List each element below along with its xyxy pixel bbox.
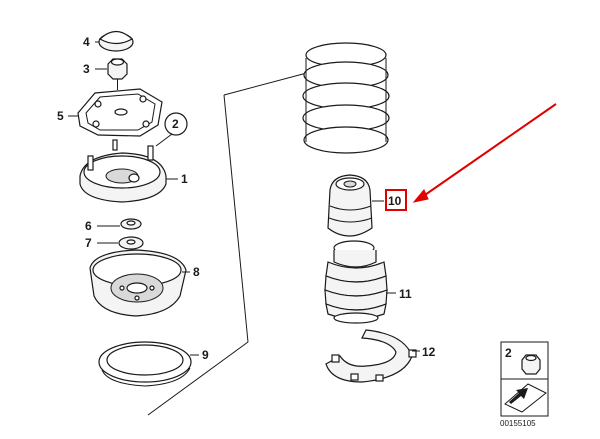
part-10-bump-stop: [327, 174, 373, 237]
callout-12: 12: [422, 345, 436, 359]
callout-9: 9: [202, 348, 209, 362]
part-8-spring-seat: [89, 249, 187, 317]
callout-4: 4: [83, 35, 90, 49]
nut-icon: [521, 354, 541, 375]
callout-11: 11: [399, 287, 412, 301]
callout-10-highlight-box: [385, 189, 407, 211]
callout-2-circle: [164, 112, 188, 136]
part-9-pad-ring: [98, 341, 192, 387]
callout-3: 3: [83, 62, 90, 76]
callout-7: 7: [85, 236, 92, 250]
legend-box: 2: [500, 341, 549, 417]
part-5-gasket: [77, 88, 163, 137]
callout-5: 5: [57, 109, 64, 123]
coil-spring: [302, 42, 390, 154]
group-line-top: [223, 69, 319, 96]
part-11-dust-boot: [324, 240, 388, 324]
callout-8: 8: [193, 265, 200, 279]
part-3-nut: [107, 58, 128, 90]
part-4-cap: [98, 30, 134, 52]
callout-10: 10: [388, 194, 402, 208]
catalog-number: 00155105: [500, 419, 536, 428]
part-6-washer: [120, 218, 142, 230]
leader-2: [155, 133, 173, 147]
arrow-plate-icon: [504, 383, 547, 413]
part-12-spring-pad: [325, 329, 417, 383]
callout-1: 1: [181, 172, 188, 186]
group-line-side: [223, 94, 249, 343]
callout-6: 6: [85, 219, 92, 233]
group-line-bottom: [147, 341, 249, 416]
highlight-arrow: [412, 103, 557, 203]
callout-2: 2: [172, 117, 179, 131]
part-7-washer: [118, 236, 144, 250]
legend-box-label: 2: [505, 346, 512, 360]
part-1-strut-mount: [79, 139, 167, 203]
